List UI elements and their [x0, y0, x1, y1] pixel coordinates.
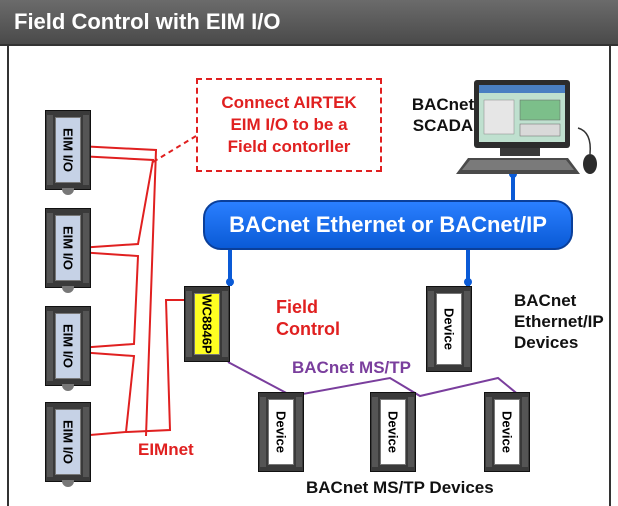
eimnet-line [77, 155, 155, 249]
module-label: Device [385, 411, 401, 453]
mstp-device-module: Device [258, 392, 304, 472]
module-face: EIM I/O [55, 409, 81, 475]
eimnet-line [77, 145, 158, 437]
mstp-line [227, 361, 521, 398]
module-label: Device [273, 411, 289, 453]
field-control-label-line: Control [276, 319, 340, 339]
eimnet-label: EIMnet [138, 440, 194, 459]
scada-computer-icon [456, 80, 597, 174]
link-dot [464, 278, 472, 286]
ethernet-devices-label-line: BACnet [514, 291, 577, 310]
eim-module: EIM I/O [45, 306, 91, 391]
module-face: Device [494, 399, 520, 465]
callout-line: Field contorller [227, 137, 351, 156]
header-bar: Field Control with EIM I/O [0, 0, 618, 46]
ethernet-devices-label-line: Devices [514, 333, 579, 352]
module-label: EIM I/O [60, 127, 76, 173]
module-face: EIM I/O [55, 313, 81, 379]
module-face: Device [436, 293, 462, 365]
module-face: WC8846P [194, 293, 220, 355]
page-title: Field Control with EIM I/O [14, 9, 281, 34]
field-control-label-line: Field [276, 297, 319, 317]
field-control-label: Field Control [276, 296, 340, 340]
eimnet-line [125, 299, 185, 433]
mstp-label: BACnet MS/TP [292, 358, 411, 377]
mstp-device-module: Device [370, 392, 416, 472]
bacnet-ethernet-bus: BACnet Ethernet or BACnet/IP [203, 200, 573, 250]
module-label: WC8846P [199, 294, 215, 354]
module-face: Device [268, 399, 294, 465]
callout-leader [152, 135, 197, 163]
link-dot [226, 278, 234, 286]
module-face: Device [380, 399, 406, 465]
module-label: EIM I/O [60, 419, 76, 465]
eim-module: EIM I/O [45, 402, 91, 487]
ethernet-device-module: Device [426, 286, 472, 372]
bus-label: BACnet Ethernet or BACnet/IP [229, 212, 547, 237]
eim-module: EIM I/O [45, 110, 91, 195]
callout-line: EIM I/O to be a [230, 115, 348, 134]
frame-left-border [7, 46, 9, 506]
module-label: Device [499, 411, 515, 453]
mstp-device-module: Device [484, 392, 530, 472]
ethernet-devices-label-line: Ethernet/IP [514, 312, 604, 331]
ethernet-devices-label: BACnet Ethernet/IP Devices [514, 290, 604, 353]
module-label: EIM I/O [60, 323, 76, 369]
eimnet-line [77, 351, 136, 437]
eim-module: EIM I/O [45, 208, 91, 293]
mstp-devices-label: BACnet MS/TP Devices [306, 478, 494, 497]
scada-label-line: SCADA [412, 116, 474, 135]
module-face: EIM I/O [55, 117, 81, 183]
scada-label-line: BACnet [411, 95, 475, 114]
callout-line: Connect AIRTEK [221, 93, 357, 112]
module-label: EIM I/O [60, 225, 76, 271]
callout-box: Connect AIRTEK EIM I/O to be a Field con… [196, 78, 382, 172]
module-label: Device [441, 308, 457, 350]
eimnet-line [77, 251, 140, 349]
scada-label: BACnet SCADA [408, 94, 478, 136]
frame-right-border [609, 46, 611, 506]
module-face: EIM I/O [55, 215, 81, 281]
field-controller-module: WC8846P [184, 286, 230, 362]
